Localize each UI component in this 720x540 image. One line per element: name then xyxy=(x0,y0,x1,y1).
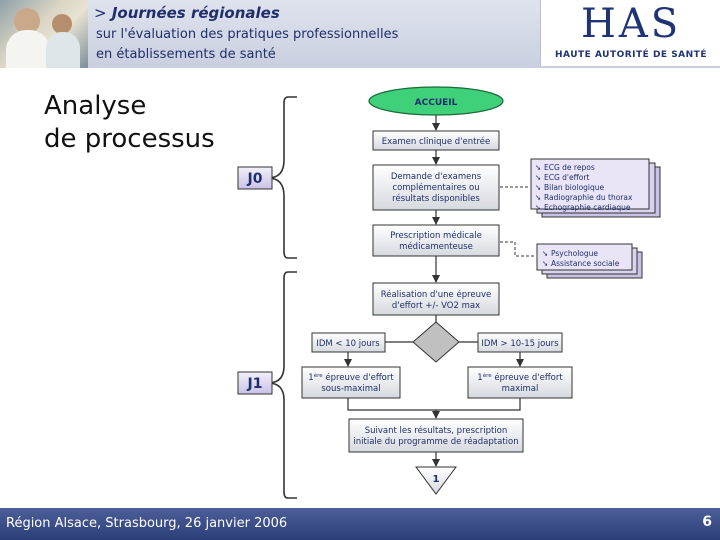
header-subtitle-2: en établissements de santé xyxy=(96,47,276,62)
flow-idm-right xyxy=(477,332,563,353)
flow-suivant-line-2: initiale du programme de réadaptation xyxy=(353,436,518,447)
header-title: > Journées régionales xyxy=(94,4,280,22)
flow-max-line-2: maximal xyxy=(502,384,539,394)
flow-start-label: ACCUEIL xyxy=(415,98,458,108)
connector xyxy=(347,398,440,419)
process-flowchart: J0 J1 ACCUEIL Examen clinique d'entrée D… xyxy=(237,86,661,499)
flow-epreuve-sous-maximal xyxy=(301,366,401,399)
flow-prescription xyxy=(372,224,500,257)
day-j0-label: J0 xyxy=(247,171,263,187)
flow-end-marker xyxy=(415,466,457,495)
flow-max-line-1: 1ère épreuve d'effort xyxy=(477,372,563,383)
page-number: 6 xyxy=(702,514,712,530)
header-prefix: > xyxy=(94,4,107,22)
logo-text: HAUTE AUTORITÉ DE SANTÉ xyxy=(555,50,707,60)
flow-exam-clinique xyxy=(372,130,500,151)
flow-suivant-line-1: Suivant les résultats, prescription xyxy=(365,425,508,436)
flow-prescription-line-1: Prescription médicale xyxy=(390,230,482,241)
header-banner: > Journées régionales sur l'évaluation d… xyxy=(0,0,720,68)
header-title-text: Journées régionales xyxy=(111,4,280,22)
slide-title-line-2: de processus xyxy=(44,124,215,154)
flow-idm-left-label: IDM < 10 jours xyxy=(316,339,380,349)
dashed-link xyxy=(500,241,536,257)
doc-examens: ➘ ECG de repos ➘ ECG d'effort ➘ Bilan bi… xyxy=(530,158,661,218)
flow-idm-right-label: IDM > 10-15 jours xyxy=(481,339,559,349)
flow-sousmax-num: 1 xyxy=(308,373,313,383)
doc-psy-check-2: ➘ xyxy=(542,259,548,268)
day-j1-label: J1 xyxy=(247,376,263,392)
flow-end-label: 1 xyxy=(433,474,440,485)
flow-sousmax-sup: ère xyxy=(314,372,324,379)
slide-title: Analyse de processus xyxy=(44,90,215,156)
flow-decision-diamond xyxy=(412,321,460,363)
flow-sousmax-text: épreuve d'effort xyxy=(323,372,395,383)
flow-demande-line-2: complémentaires ou xyxy=(392,182,479,193)
doc-examens-check-2: ➘ xyxy=(535,173,541,182)
slide-title-line-1: Analyse xyxy=(44,91,147,121)
doc-examens-item-1: ECG de repos xyxy=(544,163,595,172)
doc-examens-check-4: ➘ xyxy=(535,193,541,202)
flow-demande-examens xyxy=(372,164,500,211)
flow-prescription-line-2: médicamenteuse xyxy=(399,241,473,252)
flow-epreuve-line-1: Réalisation d'une épreuve xyxy=(381,289,492,300)
flow-epreuve-line-2: d'effort +/- VO2 max xyxy=(392,301,480,311)
flow-epreuve-effort xyxy=(372,282,500,316)
doc-psy-item-1: Psychologue xyxy=(551,249,598,258)
doc-psy-check-1: ➘ xyxy=(542,249,548,258)
doc-examens-check-3: ➘ xyxy=(535,183,541,192)
flow-demande-line-3: résultats disponibles xyxy=(392,193,480,204)
footer-bar: Région Alsace, Strasbourg, 26 janvier 20… xyxy=(0,508,720,540)
doc-psy-item-2: Assistance sociale xyxy=(551,259,620,268)
flow-exam-label: Examen clinique d'entrée xyxy=(382,136,491,147)
logo-mark: HAS xyxy=(581,1,682,47)
doc-psychologue: ➘ Psychologue ➘ Assistance sociale xyxy=(536,243,643,279)
doc-examens-check-1: ➘ xyxy=(535,163,541,172)
has-logo: HAS HAUTE AUTORITÉ DE SANTÉ xyxy=(540,0,720,66)
flow-sousmax-line-1: 1ère épreuve d'effort xyxy=(308,372,394,383)
day-j1-box xyxy=(237,371,273,395)
footer-text: Région Alsace, Strasbourg, 26 janvier 20… xyxy=(6,516,288,531)
flow-epreuve-maximal xyxy=(467,366,573,399)
doc-examens-check-5: ➘ xyxy=(535,203,541,212)
flow-max-num: 1 xyxy=(477,373,482,383)
flow-max-sup: ère xyxy=(483,372,493,379)
doc-examens-item-5: Echographie cardiaque xyxy=(544,203,631,212)
flow-sousmax-line-2: sous-maximal xyxy=(321,384,380,394)
flow-start-accueil xyxy=(368,86,504,116)
doc-examens-item-2: ECG d'effort xyxy=(544,173,589,182)
flow-max-text: épreuve d'effort xyxy=(492,372,564,383)
doc-examens-item-4: Radiographie du thorax xyxy=(544,193,633,202)
flow-idm-left xyxy=(311,332,386,353)
day-j0-box xyxy=(237,166,273,190)
header-subtitle-1: sur l'évaluation des pratiques professio… xyxy=(96,27,399,42)
header-photo xyxy=(0,0,88,68)
connector xyxy=(436,398,521,411)
flow-demande-line-1: Demande d'examens xyxy=(391,172,482,182)
doc-examens-item-3: Bilan biologique xyxy=(544,183,605,192)
flow-suivant-resultats xyxy=(348,418,524,453)
